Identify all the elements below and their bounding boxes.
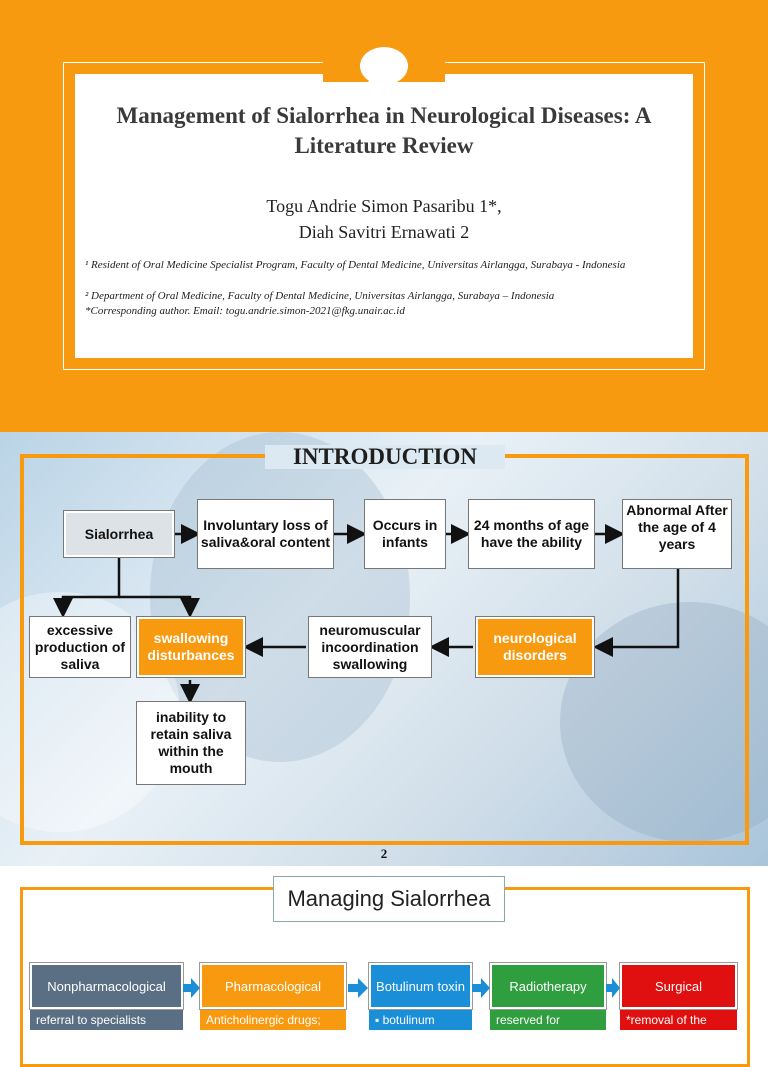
involuntary-loss-node: Involuntary loss of saliva&oral content [198, 500, 333, 568]
managing-heading: Managing Sialorrhea [273, 876, 505, 922]
category-surgical: Surgical [620, 963, 737, 1009]
category-botulinum-toxin-detail: ▪ botulinum [369, 1010, 472, 1030]
category-pharmacological: Pharmacological [200, 963, 346, 1009]
swallowing-disturbances-node: swallowing disturbances [137, 617, 245, 677]
category-pharmacological-detail: Anticholinergic drugs; [200, 1010, 346, 1030]
neuromuscular-incoordination-node: neuromuscular incoordination swallowing [309, 617, 431, 677]
introduction-heading: INTRODUCTION [292, 444, 478, 469]
affiliation-1: ¹ Resident of Oral Medicine Specialist P… [85, 259, 626, 271]
page-number: 2 [380, 846, 388, 861]
category-nonpharmacological: Nonpharmacological [30, 963, 183, 1009]
excessive-production-node: excessive production of saliva [30, 617, 130, 677]
abnormal-age-node: Abnormal After the age of 4 years [623, 500, 731, 568]
flow-arrows [53, 524, 680, 704]
neurological-disorders-node: neurological disorders [476, 617, 594, 677]
category-radiotherapy-detail: reserved for [490, 1010, 606, 1030]
affiliation-2: ² Department of Oral Medicine, Faculty o… [85, 290, 555, 302]
speech-bubble-icon [360, 47, 408, 92]
corresponding-author: *Corresponding author. Email: togu.andri… [85, 305, 405, 317]
author-1: Togu Andrie Simon Pasaribu 1*, [266, 196, 502, 216]
category-botulinum-toxin: Botulinum toxin [369, 963, 472, 1009]
presentation-title: Management of Sialorrhea in Neurological… [116, 103, 652, 158]
category-nonpharmacological-detail: referral to specialists [30, 1010, 183, 1030]
category-surgical-detail: *removal of the [620, 1010, 737, 1030]
arrow-right-icon [183, 978, 200, 998]
arrow-right-icon [348, 978, 368, 998]
age-ability-node: 24 months of age have the ability [469, 500, 594, 568]
frame-gap [265, 445, 505, 469]
arrow-right-icon [606, 978, 620, 998]
sialorrhea-node: Sialorrhea [64, 511, 174, 557]
title-panel [75, 74, 693, 358]
inability-retain-saliva-node: inability to retain saliva within the mo… [137, 702, 245, 784]
author-2: Diah Savitri Ernawati 2 [298, 222, 470, 242]
author-list: Togu Andrie Simon Pasaribu 1*, Diah Savi… [80, 193, 688, 245]
occurs-in-infants-node: Occurs in infants [365, 500, 445, 568]
arrow-right-icon [472, 978, 490, 998]
category-radiotherapy: Radiotherapy [490, 963, 606, 1009]
